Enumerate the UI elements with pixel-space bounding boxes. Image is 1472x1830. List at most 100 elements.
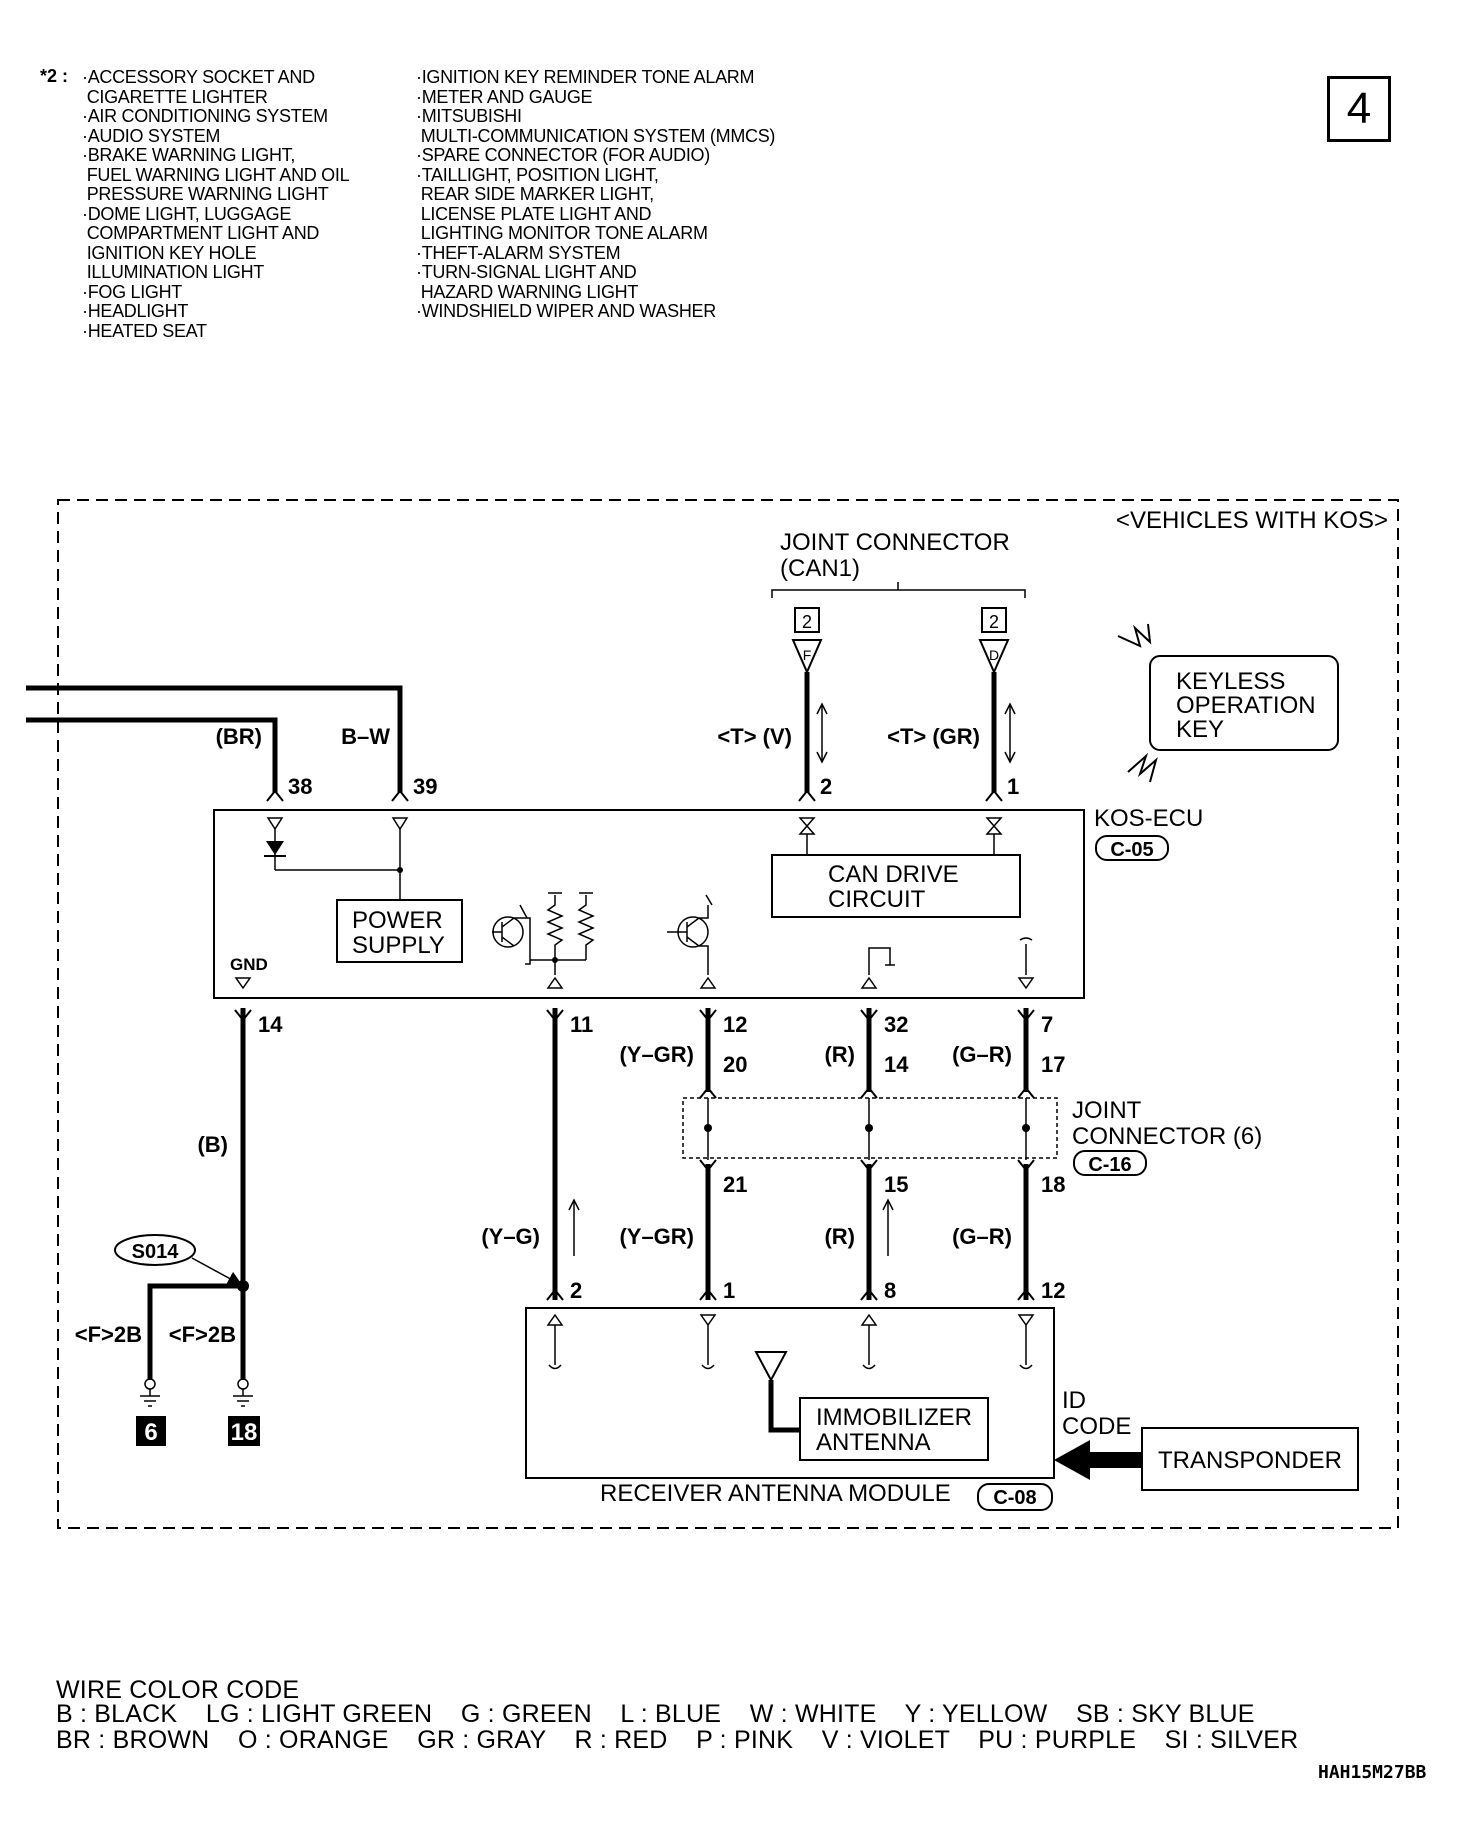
pin-1-can: 1 [1007,774,1019,799]
pin-18: 18 [1041,1172,1065,1197]
can-drive-box [771,854,1021,918]
power-supply-line-2: SUPPLY [352,932,445,959]
ground-symbol-ecu [868,937,1033,975]
pin-14b: 14 [884,1052,909,1077]
legend-row-1: B : BLACK LG : LIGHT GREEN G : GREEN L :… [56,1700,1255,1728]
label-wire-gr-bot: (G–R) [952,1224,1012,1249]
svg-text:2: 2 [989,612,999,632]
label-wire-tgr: <T> (GR) [887,724,980,749]
label-wire-br: (BR) [216,724,262,749]
note-line: COMPARTMENT LIGHT AND [82,223,320,243]
legend-title: WIRE COLOR CODE [56,1676,300,1704]
receiver-connector-badge [977,1483,1053,1511]
splice-label: S014 [132,1241,180,1263]
kos-ecu-box [213,809,1085,999]
signal-arrow-icon [1054,1440,1142,1480]
pin-12: 12 [723,1012,747,1037]
can-drive-line-1: CAN DRIVE [828,861,959,888]
note-line: ·BRAKE WARNING LIGHT, [82,145,296,165]
can-pin-d: 2 D [978,607,1010,675]
resistor-icon [530,892,595,975]
keyless-line-3: KEY [1176,716,1224,743]
svg-text:2: 2 [802,612,812,632]
can-drive-line-2: CIRCUIT [828,886,926,913]
power-supply-line-1: POWER [352,907,443,934]
joint-can-brace [771,589,1026,598]
joint-can-title: JOINT CONNECTOR [780,529,1010,556]
ground-symbol-icon [140,1378,253,1407]
note-line: ·TURN-SIGNAL LIGHT AND [416,262,637,282]
pin-21: 21 [723,1172,747,1197]
vehicle-variant-frame [57,499,1399,1529]
page-number-box: 4 [1327,76,1391,142]
gnd-label: GND [230,955,268,974]
pin-39: 39 [413,774,437,799]
label-f2b-a: <F>2B [75,1322,142,1347]
svg-text:D: D [989,647,999,663]
joint6-title-1: JOINT [1072,1097,1142,1124]
id-code-line-2: CODE [1062,1413,1131,1440]
note-line: ILLUMINATION LIGHT [82,262,265,282]
label-wire-tv: <T> (V) [717,724,792,749]
note-line: ·SPARE CONNECTOR (FOR AUDIO) [416,145,710,165]
diode-icon [266,841,284,855]
note-line: ·AUDIO SYSTEM [82,125,221,146]
wire-br [26,717,278,793]
pin-2: 2 [570,1278,582,1303]
note-line: ·FOG LIGHT [82,281,182,302]
note-line: FUEL WARNING LIGHT AND OIL [82,164,350,185]
variant-label: <VEHICLES WITH KOS> [1116,507,1388,534]
kos-ecu-name: KOS-ECU [1094,805,1203,832]
immobilizer-box [799,1397,989,1461]
pin-32: 32 [884,1012,908,1037]
splice-badge [114,1234,196,1266]
note-line: REAR SIDE MARKER LIGHT, [416,184,654,204]
receiver-module-box [525,1307,1055,1479]
legend-row-2: BR : BROWN O : ORANGE GR : GRAY R : RED … [56,1726,1299,1754]
label-wire-gr-top: (G–R) [952,1042,1012,1067]
joint6-connector-badge [1073,1150,1147,1176]
power-supply-box [336,899,463,963]
receiver-connector: C-08 [993,1487,1036,1509]
note-line: HAZARD WARNING LIGHT [416,281,639,302]
kos-ecu-connector: C-05 [1110,839,1153,861]
id-code-line-1: ID [1062,1387,1086,1414]
notes-marker: *2 : [40,66,69,86]
receiver-name: RECEIVER ANTENNA MODULE [600,1480,951,1507]
radio-signal-icon [1117,623,1158,783]
ground-point-6-label: 6 [144,1419,157,1446]
note-line: ·TAILLIGHT, POSITION LIGHT, [416,164,659,185]
note-line: ·MITSUBISHI [416,106,522,126]
pin-20: 20 [723,1052,747,1077]
note-line: ·METER AND GAUGE [416,86,593,107]
transistor-icon-2 [667,894,713,975]
joint6-connector: C-16 [1088,1154,1131,1176]
label-wire-bw: B–W [341,724,390,749]
label-wire-ygr-bot: (Y–GR) [619,1224,694,1249]
label-wire-ygr-top: (Y–GR) [619,1042,694,1067]
note-line: ·AIR CONDITIONING SYSTEM [82,106,328,126]
pin-1: 1 [723,1278,735,1303]
pin-7: 7 [1041,1012,1053,1037]
keyless-key-box [1149,655,1339,751]
note-line: ·HEATED SEAT [82,320,207,341]
transistor-icon [492,904,531,965]
joint-can-sub: (CAN1) [780,555,860,582]
pin-12b: 12 [1041,1278,1065,1303]
wire-ground-6 [147,1283,243,1380]
svg-text:F: F [803,647,812,663]
ground-point-18 [228,1416,260,1446]
note-line: ·THEFT-ALARM SYSTEM [416,242,621,263]
note-line: MULTI-COMMUNICATION SYSTEM (MMCS) [416,125,776,146]
pin-38: 38 [288,774,312,799]
note-line: PRESSURE WARNING LIGHT [82,184,329,204]
keyless-line-1: KEYLESS [1176,668,1285,695]
label-wire-b: (B) [197,1132,228,1157]
pin-17: 17 [1041,1052,1065,1077]
label-f2b-b: <F>2B [169,1322,236,1347]
note-line: LIGHTING MONITOR TONE ALARM [416,223,708,243]
wire-bw [26,685,403,793]
page-number: 4 [1346,84,1372,133]
label-wire-yg: (Y–G) [481,1224,540,1249]
immobilizer-line-1: IMMOBILIZER [816,1404,972,1431]
